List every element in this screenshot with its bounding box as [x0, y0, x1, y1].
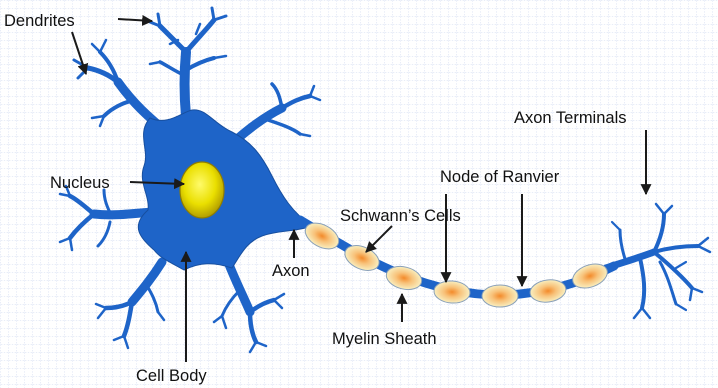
label-schwanns-cells: Schwann’s Cells: [340, 207, 461, 225]
label-nucleus: Nucleus: [50, 174, 110, 192]
schwann-cell: [482, 285, 518, 307]
label-axon-terminals: Axon Terminals: [514, 109, 627, 127]
nucleus-shape: [180, 162, 224, 218]
label-axon: Axon: [272, 262, 310, 280]
label-myelin-sheath: Myelin Sheath: [332, 330, 437, 348]
label-node-of-ranvier: Node of Ranvier: [440, 168, 560, 186]
label-dendrites: Dendrites: [4, 12, 75, 30]
label-cell-body: Cell Body: [136, 367, 207, 385]
